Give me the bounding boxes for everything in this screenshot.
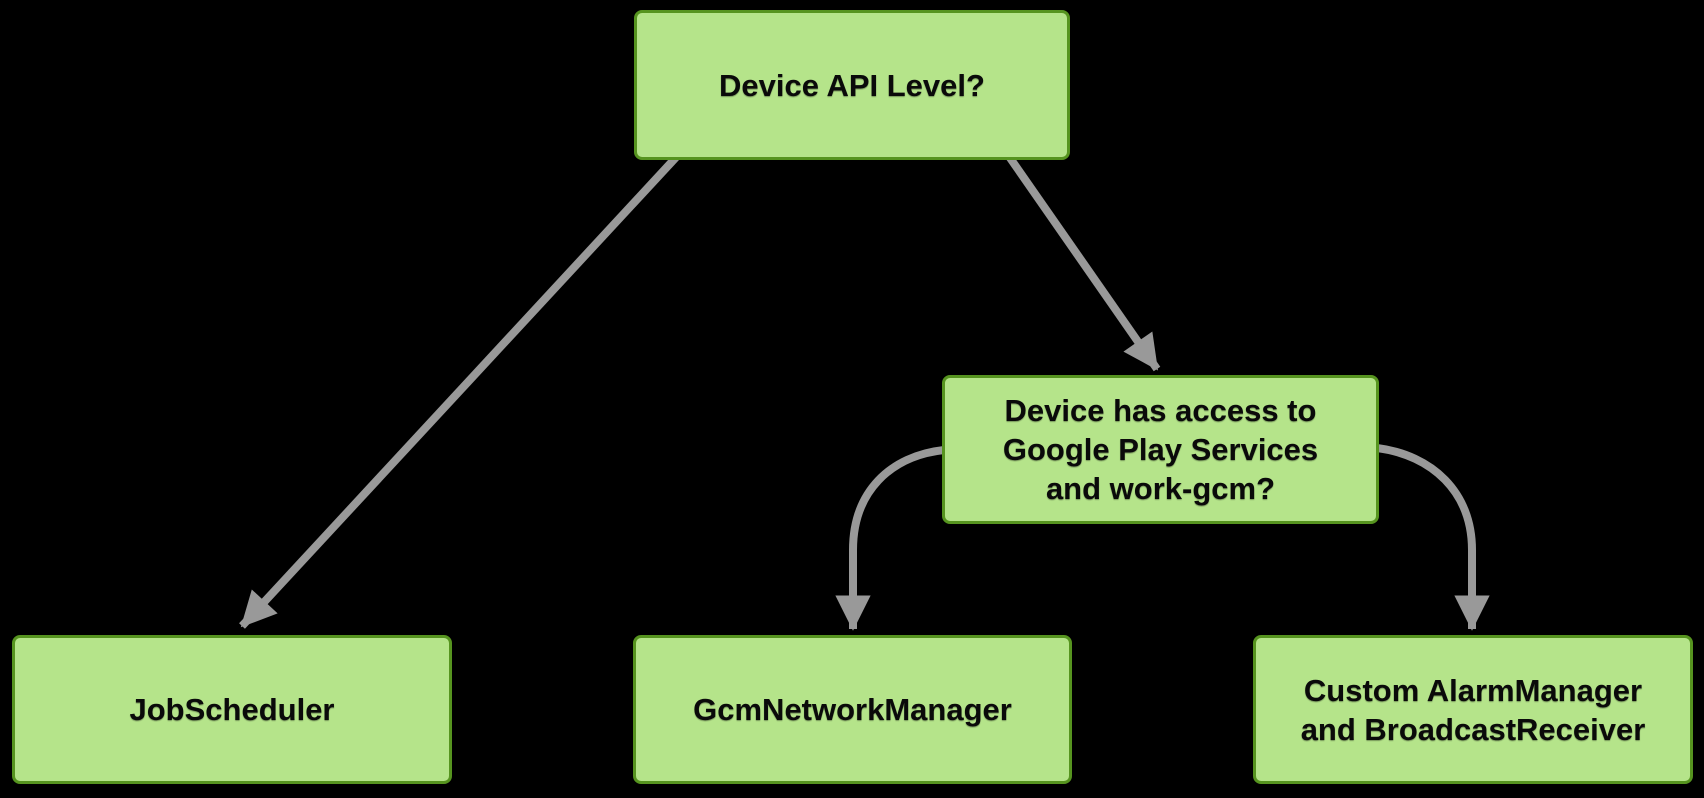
node-jobscheduler: JobScheduler <box>12 635 452 784</box>
node-gps-question: Device has access to Google Play Service… <box>942 375 1379 524</box>
edge-gps-question-to-gcm-network-manager <box>835 446 945 631</box>
node-label: GcmNetworkManager <box>693 692 1012 727</box>
node-custom-alarm-manager: Custom AlarmManager and BroadcastReceive… <box>1253 635 1693 784</box>
edge-device-api-level-to-jobscheduler <box>239 150 683 629</box>
node-label: JobScheduler <box>129 692 335 727</box>
edges-group <box>239 150 1490 631</box>
node-gcm-network-manager: GcmNetworkManager <box>633 635 1072 784</box>
edge-gps-question-to-custom-alarm-manager <box>1376 444 1490 631</box>
node-device-api-level: Device API Level? <box>634 10 1070 160</box>
node-label: Device has access to Google Play Service… <box>1002 393 1319 506</box>
node-label: Custom AlarmManager and BroadcastReceive… <box>1300 672 1646 747</box>
edge-device-api-level-to-gps-question <box>1004 152 1161 372</box>
node-label: Device API Level? <box>719 67 985 103</box>
